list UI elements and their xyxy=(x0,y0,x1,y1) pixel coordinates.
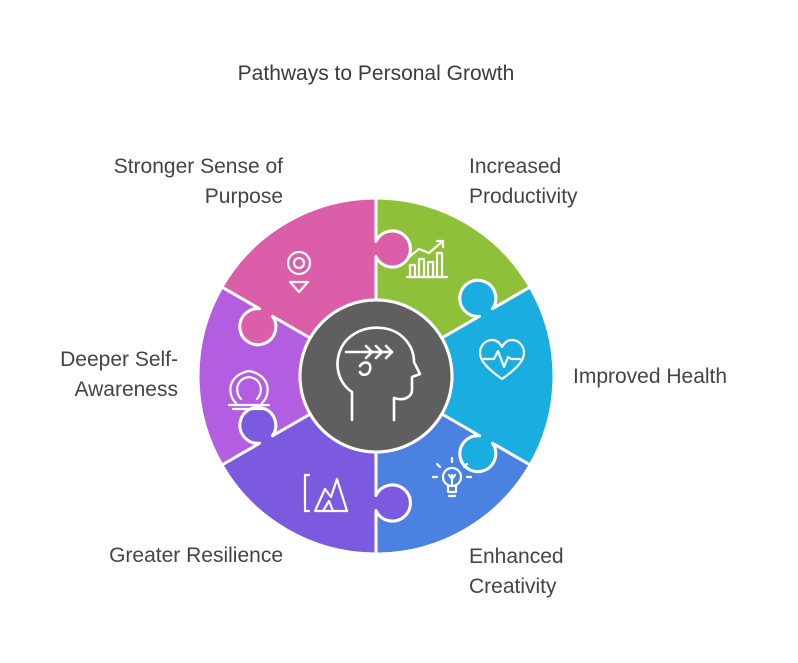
label-self-awareness: Deeper Self-Awareness xyxy=(60,348,178,401)
mountain-icon xyxy=(303,473,349,513)
head-growth-icon xyxy=(336,326,422,422)
label-health: Improved Health xyxy=(573,365,728,388)
diagram-title: Pathways to Personal Growth xyxy=(237,62,515,85)
heartbeat-icon xyxy=(478,338,526,381)
lightbulb-icon xyxy=(431,456,473,498)
target-pin-icon xyxy=(286,250,312,294)
center-disc xyxy=(298,298,454,454)
segment-purpose xyxy=(220,196,412,347)
growth-chart-icon xyxy=(405,239,449,279)
mirror-icon xyxy=(227,369,271,411)
label-resilience: Greater Resilience xyxy=(109,544,283,567)
